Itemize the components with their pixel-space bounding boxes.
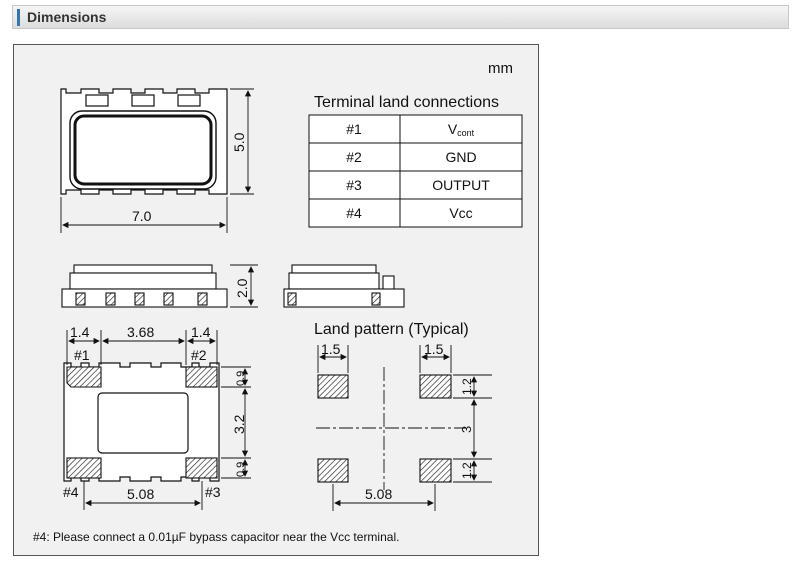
land-height-top-label: 1.2 xyxy=(460,378,474,395)
dimensions-panel: mm 7.0 5.0 Terminal land connections #1 … xyxy=(13,44,539,556)
side-view-end xyxy=(283,264,405,308)
bypass-capacitor-note: #4: Please connect a 0.01µF bypass capac… xyxy=(33,530,400,544)
pad-width-left-label: 1.4 xyxy=(70,324,90,340)
pin3-label: #3 xyxy=(205,484,221,500)
pin-cell: #1 xyxy=(346,121,362,137)
table-title: Terminal land connections xyxy=(314,94,499,111)
section-header: Dimensions xyxy=(12,5,789,29)
side-height-dimension xyxy=(230,264,258,308)
function-cell: GND xyxy=(445,149,476,165)
pin1-label: #1 xyxy=(74,347,90,363)
top-view-dimensions xyxy=(60,88,254,233)
land-pattern xyxy=(316,367,466,490)
pitch-label: 5.08 xyxy=(127,486,154,502)
top-view xyxy=(60,88,228,195)
connections-table: #1 Vcont #2 GND #3 OUTPUT #4 Vcc xyxy=(308,114,523,228)
pin4-label: #4 xyxy=(63,484,79,500)
height-label: 5.0 xyxy=(231,132,247,152)
land-pattern-dimensions xyxy=(317,345,492,511)
pad-height-top-label: 0.9 xyxy=(235,371,247,386)
width-label: 7.0 xyxy=(132,208,152,224)
land-height-bottom-label: 1.2 xyxy=(460,462,474,479)
dimension-drawing: mm 7.0 5.0 Terminal land connections #1 … xyxy=(60,60,523,511)
pin-cell: #2 xyxy=(346,149,362,165)
side-height-label: 2.0 xyxy=(234,278,250,298)
section-title: Dimensions xyxy=(27,9,107,25)
land-width-left-label: 1.5 xyxy=(321,341,341,357)
bottom-view xyxy=(63,362,220,482)
pin-cell: #3 xyxy=(346,177,362,193)
unit-label: mm xyxy=(488,60,513,77)
pad-gap-label: 3.68 xyxy=(127,324,154,340)
pin2-label: #2 xyxy=(191,347,207,363)
land-pattern-title: Land pattern (Typical) xyxy=(314,321,469,338)
pad-width-right-label: 1.4 xyxy=(191,324,211,340)
function-cell: Vcont xyxy=(448,121,475,138)
side-view-front xyxy=(61,264,228,308)
header-accent-bar xyxy=(17,9,20,26)
function-cell: Vcc xyxy=(449,205,472,221)
pin-cell: #4 xyxy=(346,205,362,221)
land-gap-label: 3 xyxy=(459,426,474,433)
pad-height-bottom-label: 0.9 xyxy=(235,462,247,477)
function-cell: OUTPUT xyxy=(432,177,490,193)
pad-spacing-label: 3.2 xyxy=(231,414,247,434)
land-pitch-label: 5.08 xyxy=(365,486,392,502)
bottom-view-dimensions xyxy=(66,330,251,510)
land-width-right-label: 1.5 xyxy=(424,341,444,357)
